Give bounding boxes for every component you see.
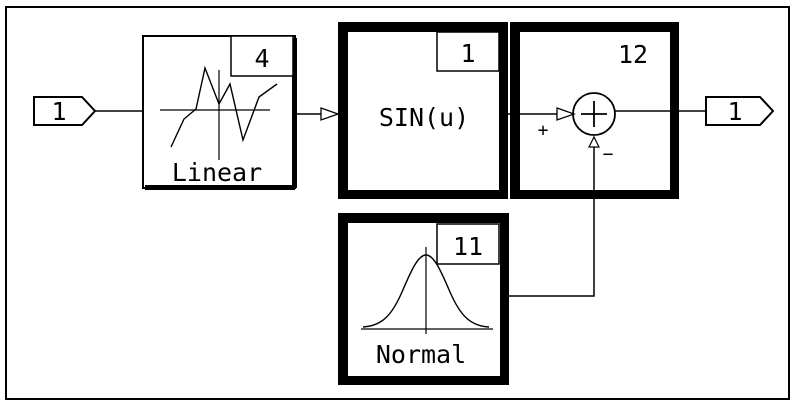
wire-linear-sin-arrow: [320, 107, 340, 121]
linear-block-number-box: [230, 35, 294, 77]
normal-block-label: Normal: [376, 340, 466, 369]
sin-block[interactable]: 1 SIN(u): [338, 22, 508, 199]
sum-minus-sign: −: [603, 144, 614, 165]
sum-block-number: 12: [618, 40, 648, 69]
normal-block-number-box: [436, 223, 500, 265]
normal-block[interactable]: 11 Normal: [338, 213, 509, 385]
linear-block[interactable]: 4 Linear: [142, 35, 297, 190]
linear-block-number: 4: [254, 44, 269, 73]
sum-plus-sign: +: [538, 120, 549, 141]
inport-label: 1: [51, 97, 66, 126]
outport-1[interactable]: 1: [705, 96, 775, 126]
sin-block-number: 1: [460, 39, 475, 68]
wire-normal-sum: [500, 137, 595, 297]
wire-sin-sum-arrow: [556, 107, 576, 121]
linear-icon-curve: [170, 65, 278, 148]
inport-1[interactable]: 1: [33, 96, 97, 126]
wire-normal-sum-arrow: [588, 135, 600, 148]
sin-block-label: SIN(u): [379, 103, 469, 132]
normal-icon-curve: [362, 254, 490, 328]
sin-block-number-box: [436, 31, 500, 72]
linear-block-label: Linear: [172, 158, 262, 187]
outport-label: 1: [727, 97, 742, 126]
normal-block-number: 11: [453, 232, 483, 261]
